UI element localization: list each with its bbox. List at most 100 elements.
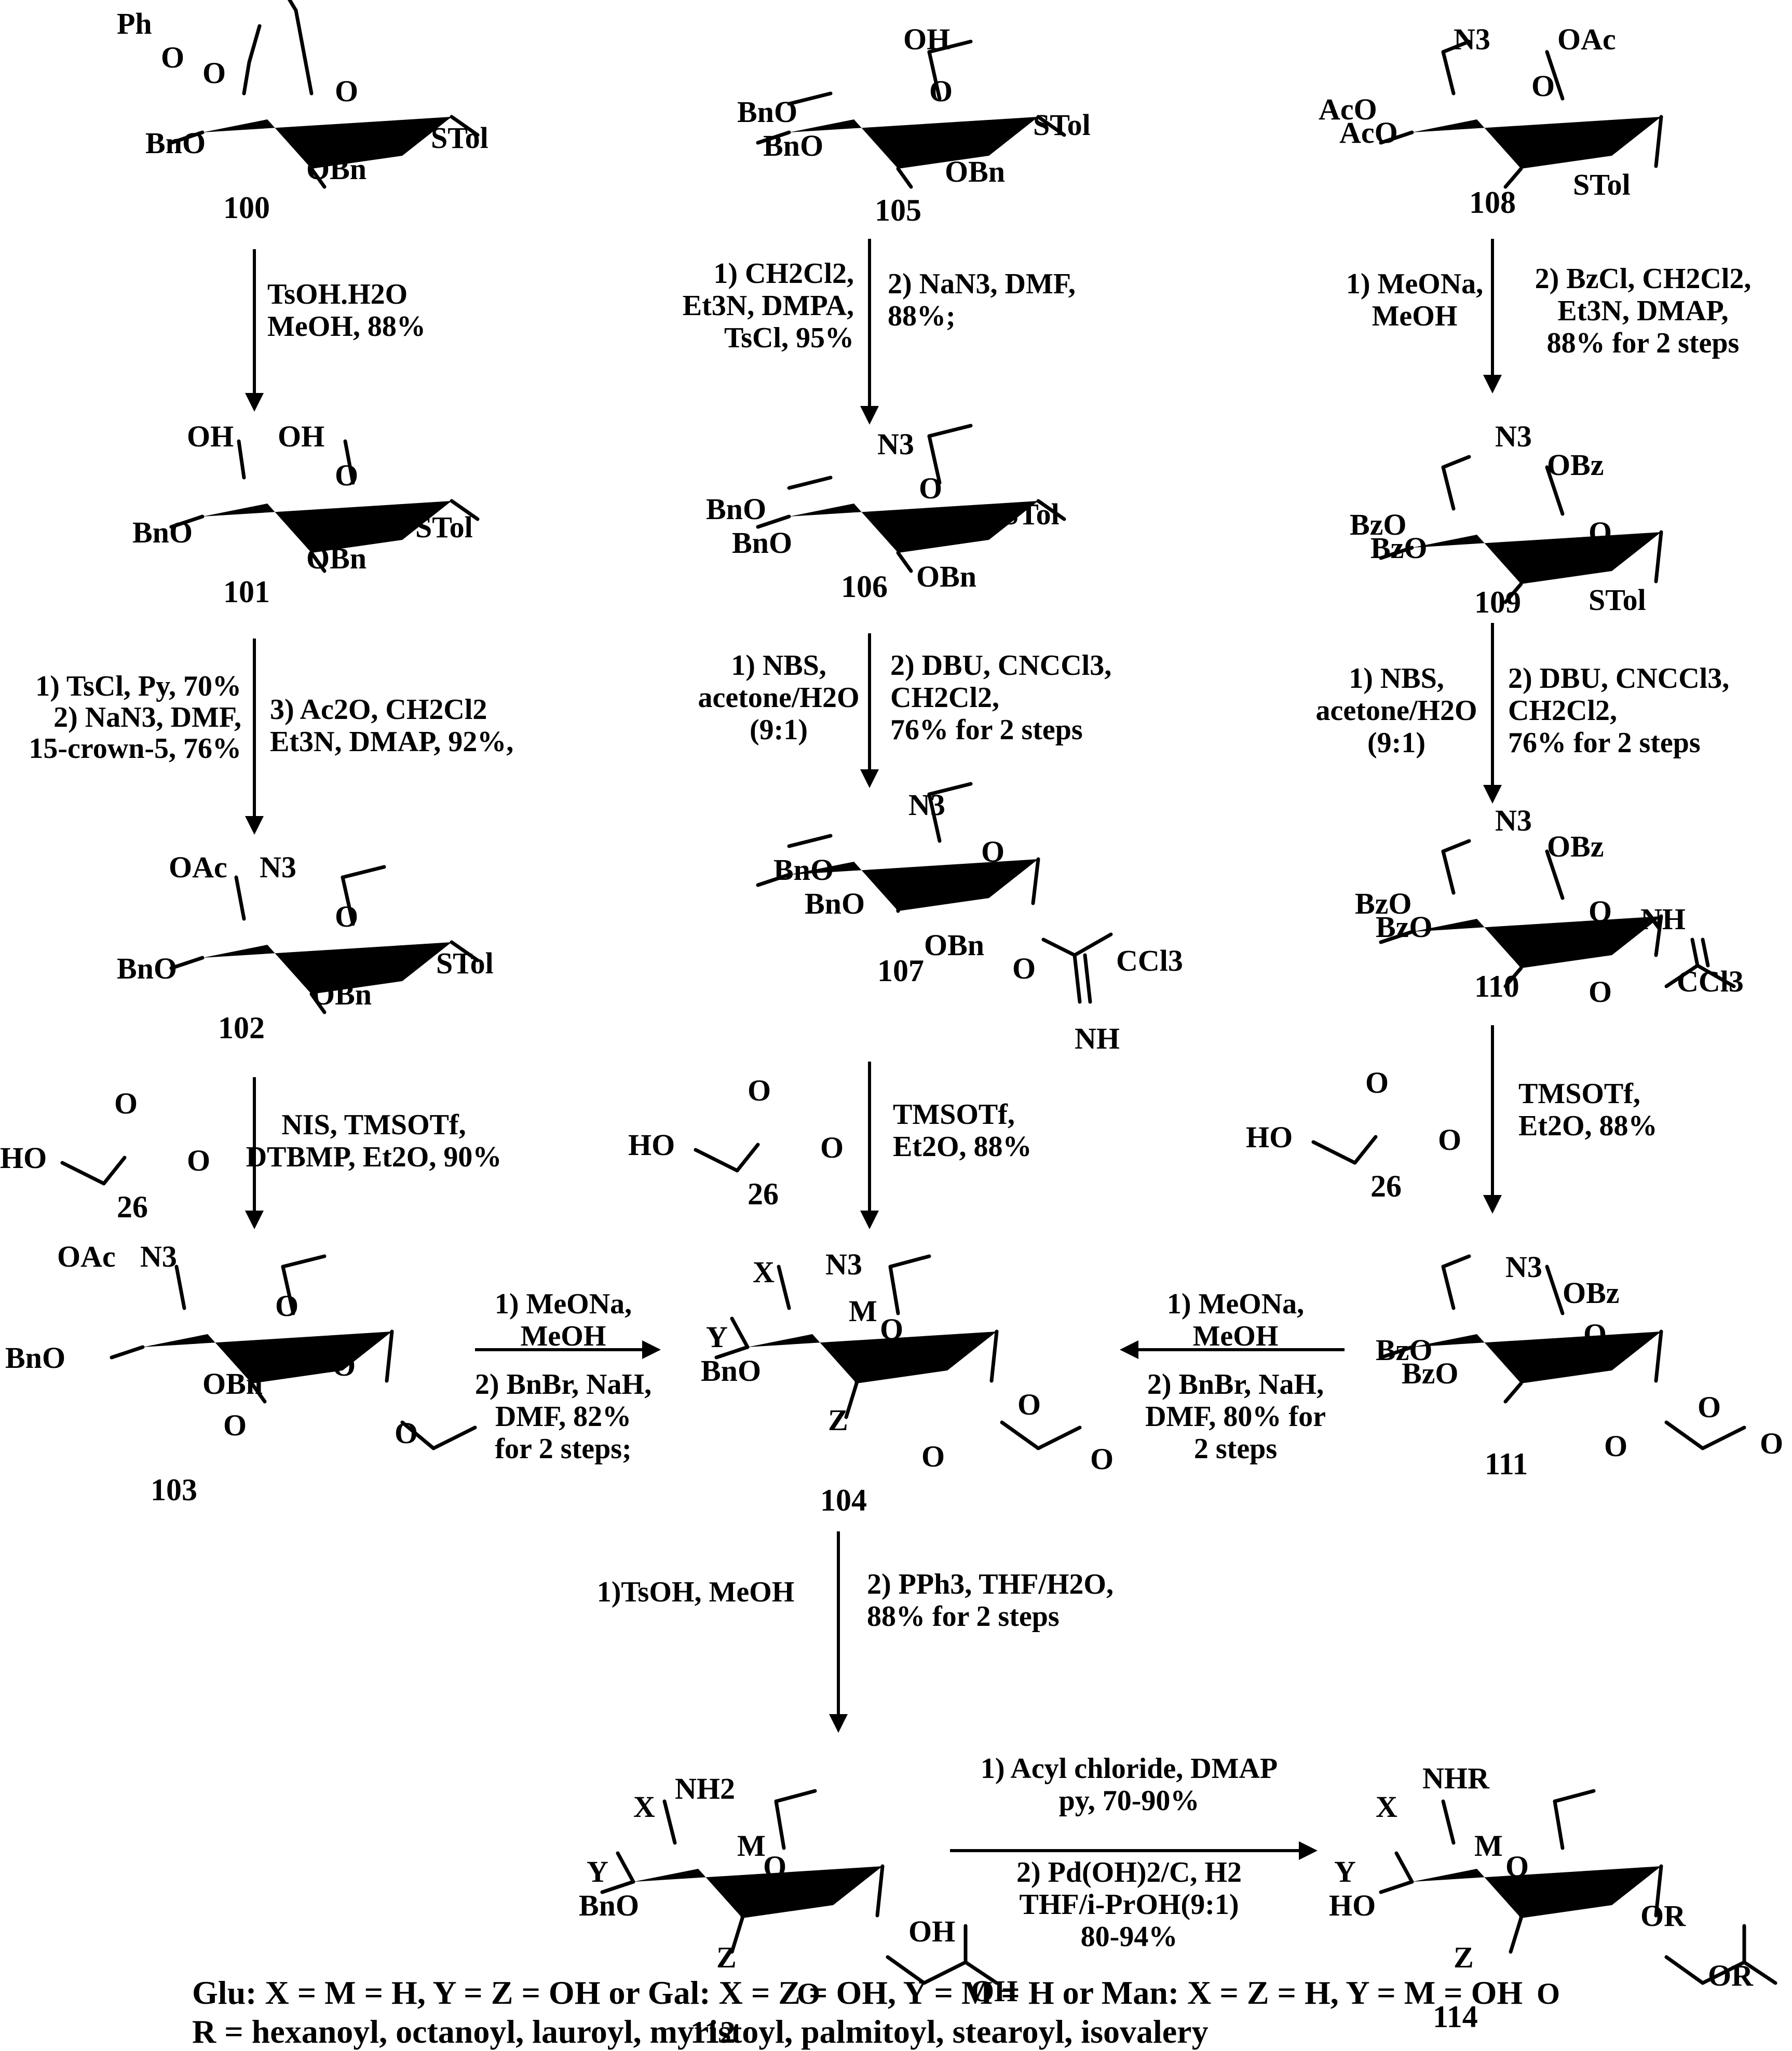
cond-103-104-bottom: 2) BnBr, NaH,DMF, 82%for 2 steps; xyxy=(475,1368,651,1465)
c110-ccl3: CCl3 xyxy=(1677,965,1744,998)
compound-104-skeleton xyxy=(714,1254,1217,1450)
condition-line: 2) BzCl, CH2Cl2, xyxy=(1535,263,1752,295)
compound-103-skeleton xyxy=(110,1254,613,1450)
c26a-o-b: O xyxy=(187,1144,210,1177)
condition-line: 1)TsOH, MeOH xyxy=(597,1576,795,1608)
compound-106-skeleton xyxy=(756,424,1066,573)
condition-line: DMF, 82% xyxy=(495,1401,631,1433)
c103-obn: OBn xyxy=(202,1367,263,1401)
c26a-o-a: O xyxy=(114,1086,138,1120)
c109-obz: OBz xyxy=(1547,448,1604,482)
condition-line: DTBMP, Et2O, 90% xyxy=(246,1141,502,1173)
cond-109-110-right: 2) DBU, CNCCl3,CH2Cl2,76% for 2 steps xyxy=(1508,662,1729,759)
condition-line: 88% for 2 steps xyxy=(867,1600,1060,1633)
c104-o-a: O xyxy=(1017,1388,1041,1421)
condition-line: (9:1) xyxy=(1367,727,1426,759)
condition-line: 1) NBS, xyxy=(731,649,826,682)
c109-ring-o: O xyxy=(1589,515,1612,549)
c114-x: X xyxy=(1376,1790,1397,1824)
condition-line: 1) TsCl, Py, 70% xyxy=(35,670,241,702)
condition-line: TMSOTf, xyxy=(893,1098,1015,1131)
condition-line: 2) DBU, CNCCl3, xyxy=(1508,662,1729,695)
c108-oac1: OAc xyxy=(1557,22,1616,56)
c105-oh: OH xyxy=(903,22,950,56)
c109-stol: STol xyxy=(1589,583,1646,617)
c102-n3: N3 xyxy=(260,850,296,884)
c112-o-gly: O xyxy=(797,1977,820,2011)
c26b-o-b: O xyxy=(820,1131,844,1164)
condition-line: 1) Acyl chloride, DMAP xyxy=(981,1753,1278,1785)
c26c-number: 26 xyxy=(1370,1169,1402,1203)
c107-ring-o: O xyxy=(981,835,1004,868)
compound-107-skeleton xyxy=(756,782,1113,1004)
c111-ring-o: O xyxy=(1583,1317,1607,1351)
c104-o-gly: O xyxy=(921,1439,945,1473)
c111-bzo1: BzO xyxy=(1376,1333,1433,1367)
condition-line: 2) Pd(OH)2/C, H2 xyxy=(1016,1856,1242,1889)
c107-nh: NH xyxy=(1075,1022,1120,1055)
c103-bno: BnO xyxy=(5,1341,65,1375)
c108-n3: N3 xyxy=(1454,22,1490,56)
condition-line: TsCl, 95% xyxy=(724,322,854,354)
c102-stol: STol xyxy=(436,946,494,980)
condition-line: MeOH, 88% xyxy=(267,310,426,343)
c109-bzo1: BzO xyxy=(1350,508,1407,541)
c104-x: X xyxy=(753,1255,775,1289)
cond-102-103: NIS, TMSOTf,DTBMP, Et2O, 90% xyxy=(246,1109,502,1173)
c110-o-gly: O xyxy=(1589,975,1612,1009)
compound-101-skeleton xyxy=(169,439,480,573)
condition-line: Et3N, DMPA, xyxy=(683,290,854,322)
cond-110-111: TMSOTf,Et2O, 88% xyxy=(1518,1078,1658,1142)
c101-stol: STol xyxy=(415,510,473,544)
c100-ring-o: O xyxy=(335,74,358,108)
c101-number: 101 xyxy=(223,575,270,609)
condition-line: 1) MeONa, xyxy=(1167,1288,1304,1320)
condition-line: MeOH xyxy=(521,1320,606,1352)
condition-line: 88%; xyxy=(888,300,956,332)
cond-104-112-left: 1)TsOH, MeOH xyxy=(597,1576,795,1608)
c110-nh: NH xyxy=(1640,902,1686,936)
c101-oh1: OH xyxy=(187,419,234,453)
condition-line: Et3N, DMAP, xyxy=(1557,295,1728,327)
condition-line: MeOH xyxy=(1372,300,1458,332)
cond-108-109-left: 1) MeONa,MeOH xyxy=(1346,268,1483,332)
c108-aco1: AcO xyxy=(1319,92,1377,126)
c111-o-gly: O xyxy=(1604,1429,1627,1463)
c107-obn: OBn xyxy=(924,928,984,962)
cond-106-107-left: 1) NBS,acetone/H2O(9:1) xyxy=(698,649,859,746)
c114-ring-o: O xyxy=(1505,1850,1529,1883)
c111-n3: N3 xyxy=(1505,1250,1542,1284)
atom-labels: Ph O O O BnO OBn STol 100 OH OH O BnO OB… xyxy=(0,7,1783,2049)
compound-102-skeleton xyxy=(169,865,480,1014)
condition-line: 2) DBU, CNCCl3, xyxy=(890,649,1111,682)
cond-109-110-left: 1) NBS,acetone/H2O(9:1) xyxy=(1315,662,1477,759)
condition-line: 1) MeONa, xyxy=(495,1288,632,1320)
compound-26c-skeleton xyxy=(1311,1041,1513,1165)
c107-bno2: BnO xyxy=(805,887,865,920)
c106-bno1: BnO xyxy=(706,492,766,526)
c110-n3: N3 xyxy=(1495,804,1532,837)
c103-o-b: O xyxy=(395,1416,418,1450)
c102-bno: BnO xyxy=(117,952,177,985)
condition-line: 2) NaN3, DMF, xyxy=(53,701,241,734)
condition-line: Et2O, 88% xyxy=(893,1131,1032,1163)
c104-z: Z xyxy=(828,1403,848,1437)
compound-108-skeleton xyxy=(1379,39,1663,189)
c26a-number: 26 xyxy=(117,1190,148,1224)
condition-line: DMF, 80% for xyxy=(1145,1401,1326,1433)
c104-n3: N3 xyxy=(825,1247,862,1281)
condition-line: py, 70-90% xyxy=(1059,1785,1200,1817)
condition-line: acetone/H2O xyxy=(698,682,859,714)
c111-number: 111 xyxy=(1485,1447,1528,1481)
c26c-o-a: O xyxy=(1365,1066,1389,1099)
c105-bno2: BnO xyxy=(763,129,823,162)
c100-number: 100 xyxy=(223,191,270,225)
compound-112-skeleton xyxy=(600,1789,999,1985)
compound-114-skeleton xyxy=(1379,1789,1777,1985)
cond-106-107-right: 2) DBU, CNCCl3,CH2Cl2,76% for 2 steps xyxy=(890,649,1111,746)
compound-110-skeleton xyxy=(1379,839,1736,988)
